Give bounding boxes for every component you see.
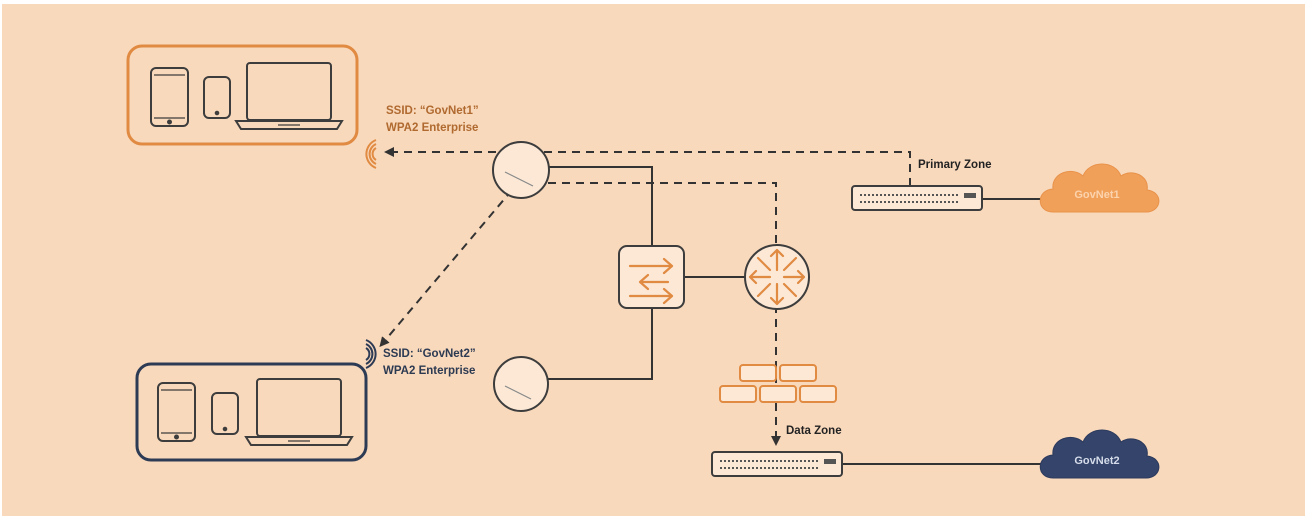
ssid1-security: WPA2 Enterprise: [386, 122, 478, 134]
govnet2-devices: [135, 362, 368, 462]
switch-icon: [618, 245, 685, 309]
network-switch-icon: [711, 451, 843, 477]
phone-icon: [203, 76, 231, 119]
govnet2-device-frame: [135, 362, 368, 462]
tablet-icon: [157, 382, 196, 442]
data-zone-dashed-link: [548, 182, 781, 446]
cloud-icon: [1039, 429, 1160, 479]
cloud-govnet1-label: GovNet1: [1074, 189, 1119, 201]
primary-zone-label: Primary Zone: [918, 159, 992, 171]
connections: [548, 166, 1045, 465]
ssid2-security: WPA2 Enterprise: [383, 365, 475, 377]
network-switch-icon: [851, 185, 983, 211]
firewall-icon: [719, 364, 837, 403]
laptop-icon: [234, 62, 344, 130]
access-point-icon: [492, 141, 550, 199]
wifi-signal-icon: [365, 339, 377, 369]
cloud-govnet2-label: GovNet2: [1074, 455, 1119, 467]
link-switch-ap2: [548, 308, 653, 380]
ssid2-dashed-link: [379, 189, 513, 348]
router-icon: [744, 244, 810, 310]
dashed-connections: [379, 147, 911, 446]
govnet1-devices: [126, 44, 359, 146]
wifi-signal-icon: [365, 139, 377, 169]
phone-icon: [211, 392, 239, 435]
laptop-icon: [244, 378, 354, 446]
govnet1-device-frame: [126, 44, 359, 146]
cloud-icon: [1039, 163, 1160, 213]
ssid1-dashed-link: [384, 147, 911, 186]
access-point-icon: [493, 356, 549, 412]
link-ap1-switch: [548, 166, 653, 246]
ssid2-name: SSID: “GovNet2”: [383, 348, 476, 360]
ssid1-name: SSID: “GovNet1”: [386, 105, 479, 117]
data-zone-label: Data Zone: [786, 425, 842, 437]
tablet-icon: [150, 67, 189, 127]
